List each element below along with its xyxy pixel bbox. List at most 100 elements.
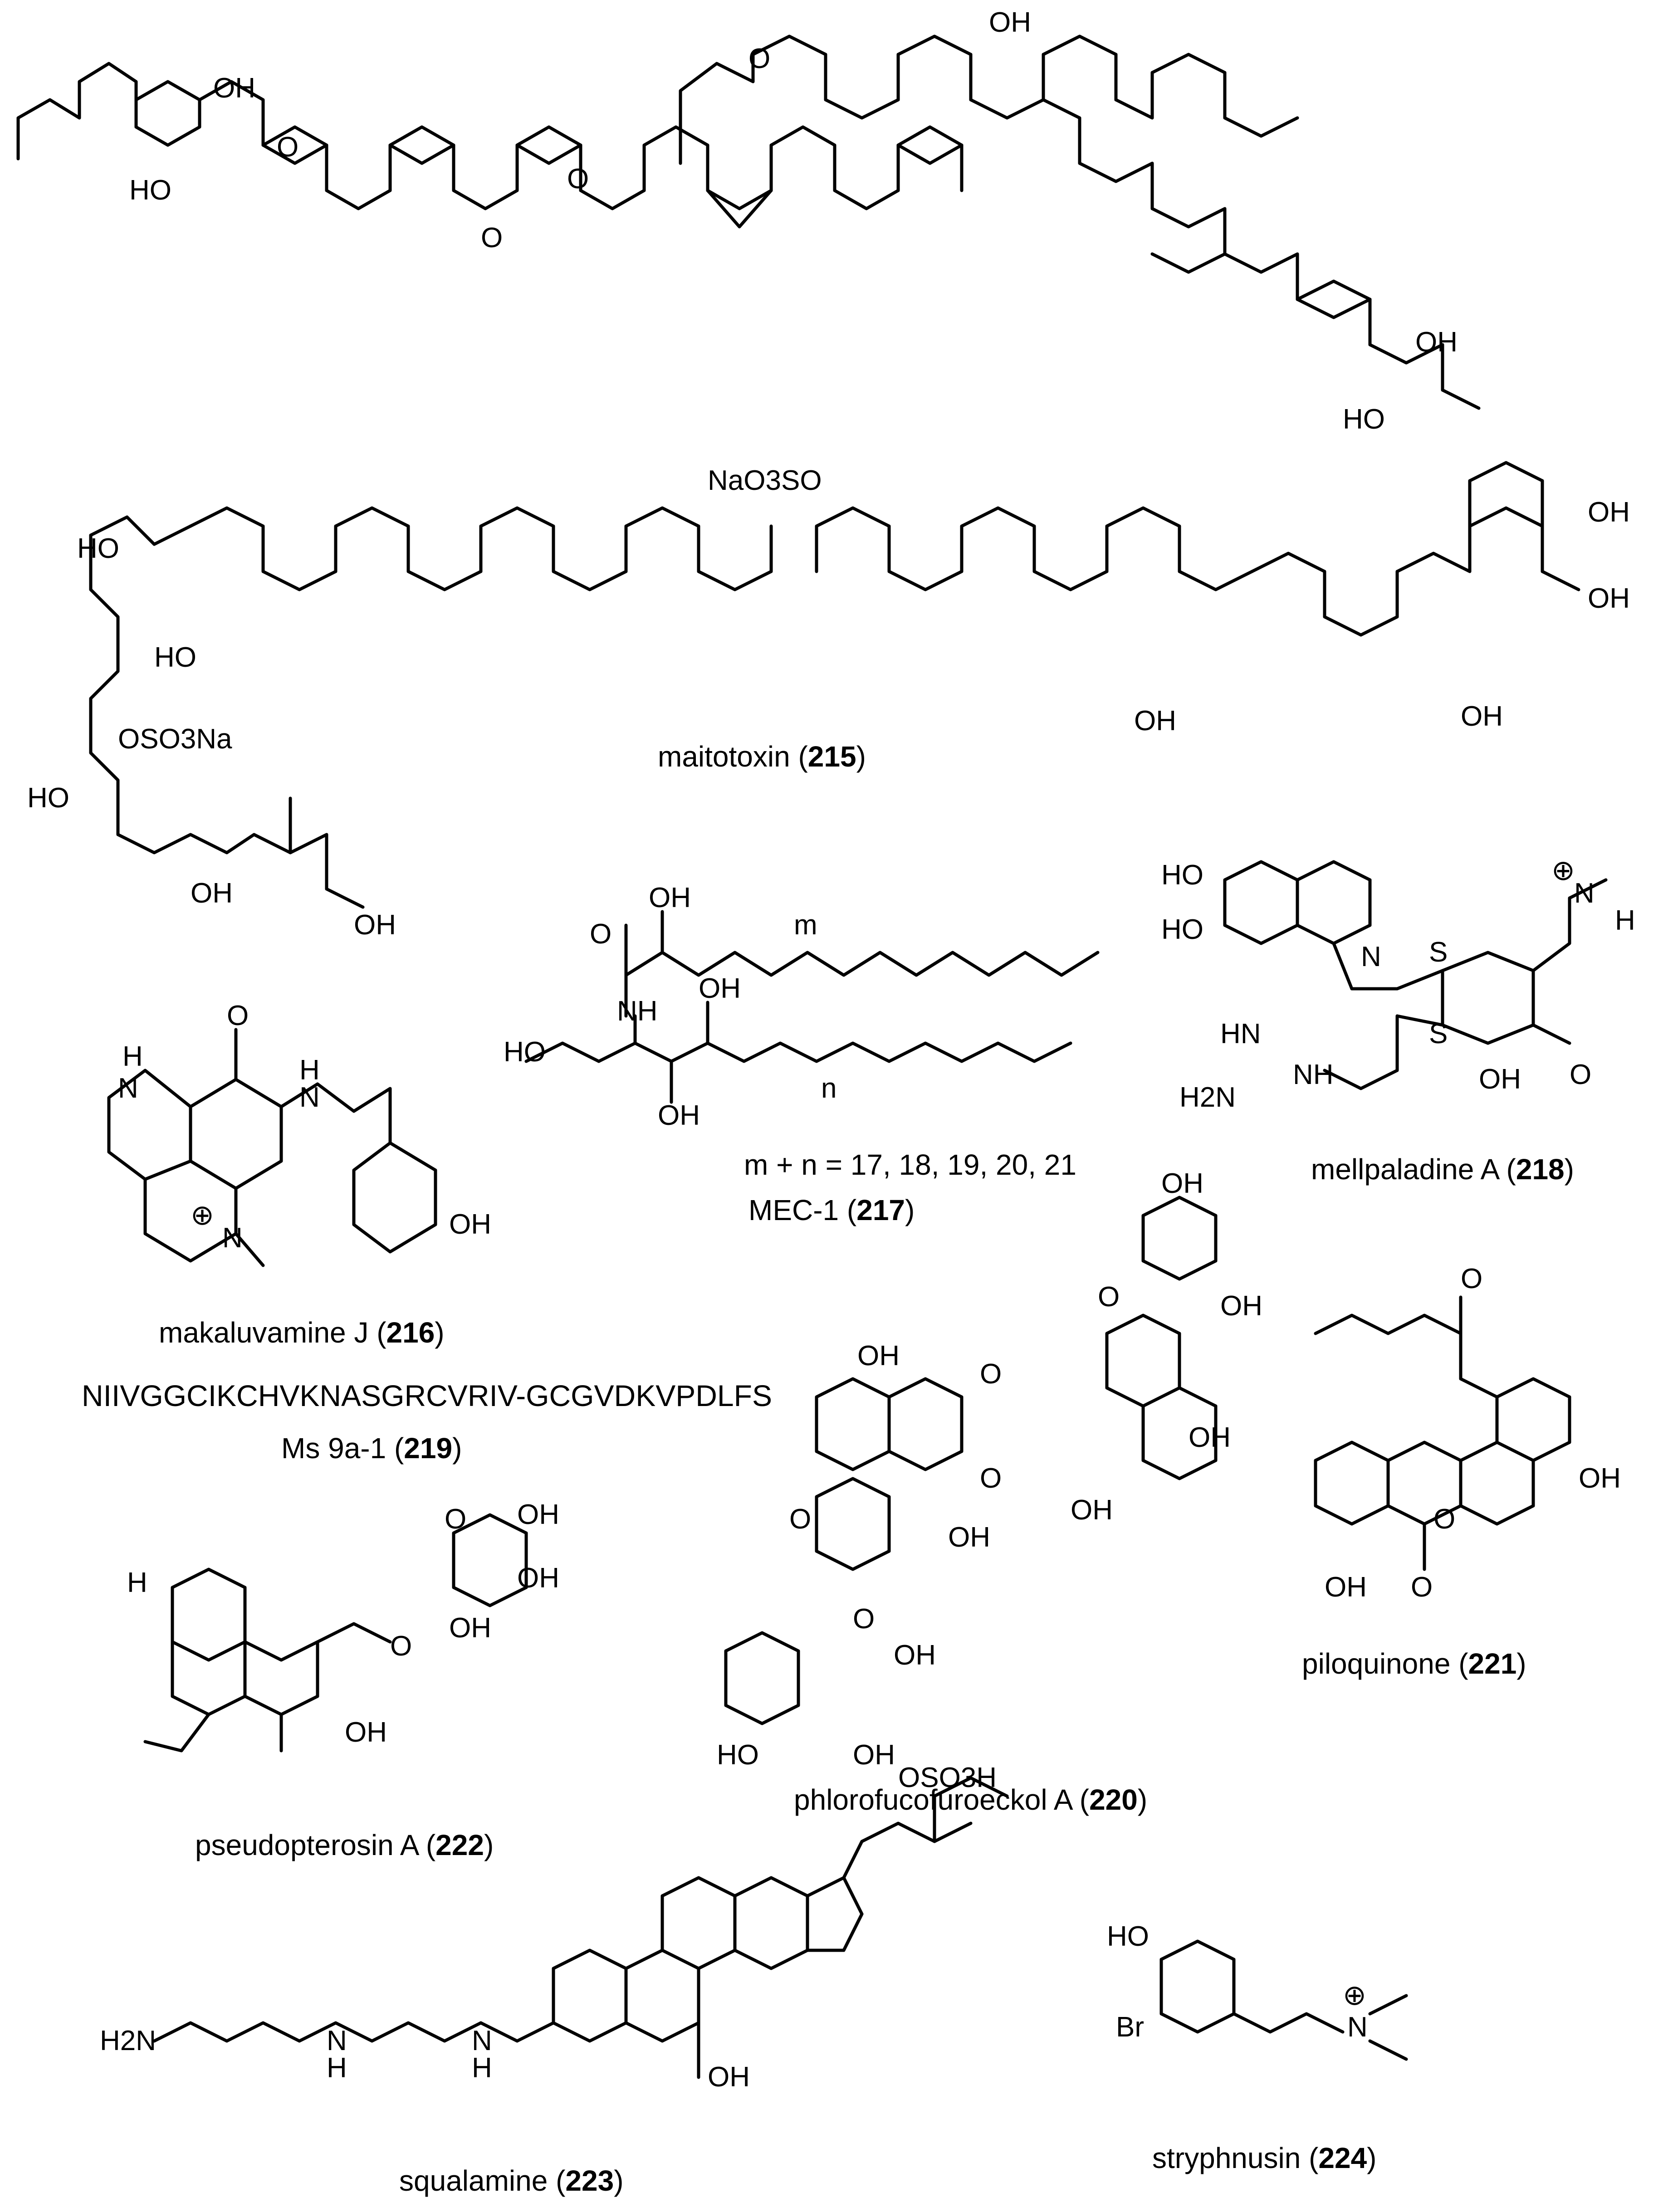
pseudopterosin-h: H	[127, 1567, 147, 1598]
pseudopterosin-oh-3: OH	[449, 1612, 491, 1644]
makaluvamine-j-structure	[107, 1028, 437, 1267]
maitotoxin-ho-4: HO	[77, 533, 119, 564]
makaluvamine-plus: ⊕	[191, 1200, 214, 1231]
caption-223: squalamine (223)	[399, 2164, 624, 2197]
caption-215: maitotoxin (215)	[658, 740, 866, 773]
squalamine-oh: OH	[708, 2061, 750, 2093]
phloro-oh-4: OH	[1071, 1494, 1113, 1526]
mec1-m: m	[794, 909, 817, 941]
mellpaladine-a-structure	[1223, 860, 1608, 1090]
piloquinone-o-3: O	[1411, 1572, 1433, 1603]
phloro-oh-2: OH	[1220, 1290, 1262, 1322]
maitotoxin-oh-9: OH	[1134, 705, 1176, 737]
maitotoxin-oh-8: OH	[1461, 701, 1503, 732]
phloro-oh-6: OH	[857, 1340, 900, 1372]
mellpaladine-s-1: S	[1429, 937, 1448, 968]
maitotoxin-structure	[16, 34, 1580, 909]
mellpaladine-hn: HN	[1220, 1018, 1261, 1050]
caption-217: MEC-1 (217)	[748, 1194, 915, 1226]
mec1-ho: HO	[504, 1036, 546, 1068]
stryphnusin-structure	[1159, 1939, 1408, 2061]
maitotoxin-o-1: O	[277, 132, 298, 163]
maitotoxin-oh-4: OH	[191, 878, 233, 909]
mellpaladine-s-2: S	[1429, 1018, 1448, 1050]
stryphnusin-n: N	[1347, 2012, 1368, 2043]
stryphnusin-br: Br	[1116, 2012, 1144, 2043]
stryphnusin-plus: ⊕	[1343, 1980, 1366, 2011]
mec1-o: O	[590, 918, 611, 950]
squalamine-n-2: N	[472, 2025, 492, 2056]
makaluvamine-n: N	[118, 1073, 138, 1104]
phloro-o-1: O	[1098, 1281, 1120, 1313]
mec1-oh-1: OH	[649, 882, 691, 913]
makaluvamine-h: H	[122, 1041, 143, 1072]
squalamine-nh-1: H	[327, 2052, 347, 2084]
mellpaladine-h2n: H2N	[1179, 1082, 1236, 1113]
phloro-oh-1: OH	[1161, 1168, 1203, 1199]
mellpaladine-nh: NH	[1293, 1059, 1334, 1090]
piloquinone-oh-2: OH	[1325, 1572, 1367, 1603]
phloro-oh-7: OH	[894, 1640, 936, 1671]
mec1-oh-2: OH	[699, 973, 741, 1004]
mellpaladine-n-plus: N	[1574, 878, 1595, 909]
phloro-o-5: O	[853, 1603, 875, 1635]
mellpaladine-h: H	[1615, 905, 1635, 936]
maitotoxin-oh-2: OH	[989, 7, 1031, 38]
makaluvamine-o: O	[227, 1000, 249, 1031]
squalamine-osulfh: OSO3H	[898, 1762, 997, 1793]
mellpaladine-a-labels: HO HO N S S N ⊕ H O OH HN NH H2N	[1161, 855, 1635, 1113]
makaluvamine-j-labels: H N O H N N ⊕ OH	[118, 1000, 491, 1254]
pseudopterosin-o: O	[390, 1631, 412, 1662]
maitotoxin-oh-1: OH	[213, 73, 255, 104]
caption-224: stryphnusin (224)	[1152, 2142, 1376, 2174]
squalamine-nh-2: H	[472, 2052, 492, 2084]
pseudopterosin-a-structure	[143, 1513, 528, 1753]
mec-1-structure	[524, 910, 1100, 1104]
maitotoxin-osulfna: OSO3Na	[118, 723, 232, 755]
phlorofucofuroeckol-a-structure	[724, 1196, 1218, 1725]
maitotoxin-oh-7: OH	[1588, 583, 1630, 614]
phloro-o-4: O	[789, 1504, 811, 1535]
maitotoxin-ho-5: HO	[154, 642, 196, 673]
piloquinone-o-1: O	[1461, 1263, 1482, 1294]
mellpaladine-plus: ⊕	[1551, 855, 1575, 886]
pseudopterosin-oh-4: OH	[345, 1717, 387, 1748]
phloro-o-3: O	[980, 1463, 1002, 1494]
mec1-nh: NH	[617, 996, 658, 1027]
phloro-oh-5: OH	[948, 1522, 990, 1553]
piloquinone-oh: OH	[1579, 1463, 1621, 1494]
mec-1-labels: OH O NH HO OH OH m n m + n = 17, 18, 19,…	[504, 882, 1076, 1181]
piloquinone-structure	[1314, 1295, 1571, 1571]
makaluvamine-n2: N	[299, 1082, 320, 1113]
mellpaladine-o: O	[1570, 1059, 1591, 1090]
phloro-oh-3: OH	[1189, 1422, 1231, 1453]
mellpaladine-ho-2: HO	[1161, 914, 1203, 945]
caption-222: pseudopterosin A (222)	[195, 1829, 494, 1861]
maitotoxin-oh-3: OH	[1415, 327, 1458, 358]
phloro-ho-1: HO	[717, 1739, 759, 1771]
maitotoxin-labels: OH HO O O O O OH OH HO NaO3SO OSO3Na HO …	[27, 7, 1630, 941]
phlorofucofuroeckol-a-labels: OH OH OH OH OH OH OH HO OH O O O O O	[717, 1168, 1262, 1771]
squalamine-n-1: N	[327, 2025, 347, 2056]
maitotoxin-naosulf: NaO3SO	[708, 465, 822, 496]
squalamine-structure	[152, 1776, 1009, 2079]
phloro-oh-8: OH	[853, 1739, 895, 1771]
maitotoxin-ho-3: HO	[27, 782, 69, 814]
maitotoxin-o-4: O	[748, 43, 770, 74]
mellpaladine-ho-1: HO	[1161, 859, 1203, 891]
mellpaladine-oh: OH	[1479, 1064, 1521, 1095]
squalamine-labels: H2N H N H N OH OSO3H	[100, 1762, 997, 2093]
phloro-o-2: O	[980, 1358, 1002, 1390]
pseudopterosin-oh-2: OH	[517, 1563, 559, 1594]
makaluvamine-hn: H	[299, 1055, 320, 1086]
pseudopterosin-o-ring: O	[445, 1504, 466, 1535]
pseudopterosin-oh-1: OH	[517, 1499, 559, 1530]
makaluvamine-n3: N	[222, 1222, 243, 1254]
mec1-mn-note: m + n = 17, 18, 19, 20, 21	[744, 1148, 1076, 1181]
stryphnusin-labels: HO Br N ⊕	[1107, 1921, 1368, 2043]
mec1-n: n	[821, 1073, 836, 1104]
maitotoxin-oh-5: OH	[354, 909, 396, 941]
piloquinone-o-2: O	[1433, 1504, 1455, 1535]
pseudopterosin-a-labels: H O O OH OH OH OH	[127, 1499, 559, 1748]
